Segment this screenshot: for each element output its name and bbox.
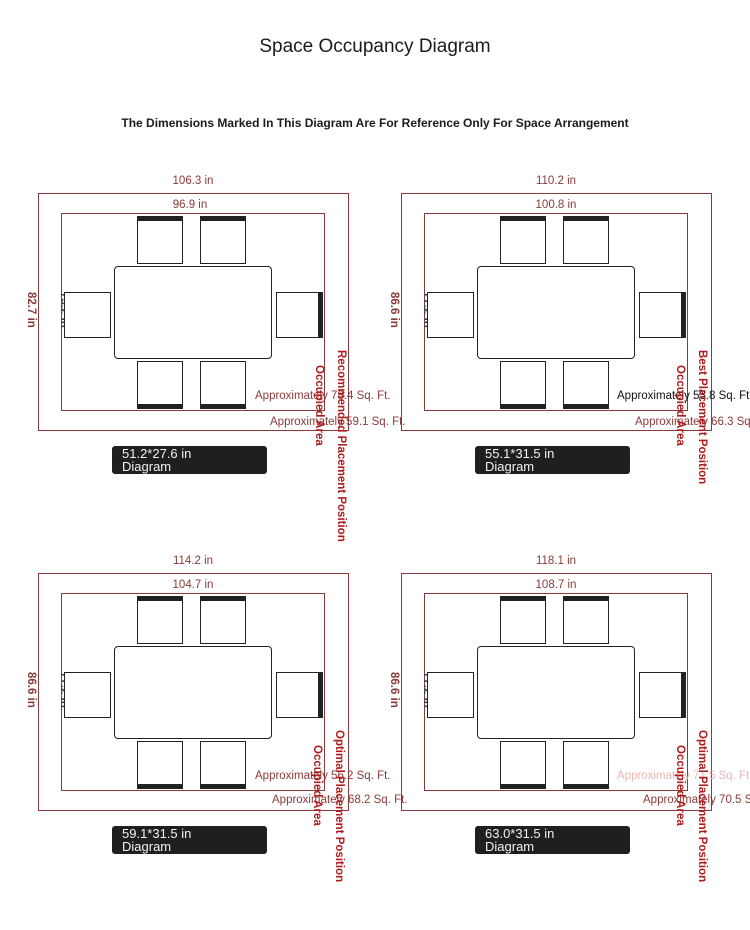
chair	[563, 216, 609, 264]
occupied-area-label: Occupied Area	[311, 745, 323, 826]
placement-area-value: Approximately 66.3 Sq. Ft.	[635, 416, 750, 428]
chair	[500, 596, 546, 644]
inner-clearance-rect	[424, 593, 688, 791]
chair	[563, 596, 609, 644]
occupied-area-value: Approximately 56.2 Sq. Ft.	[255, 770, 391, 782]
badge-caption: Diagram	[122, 839, 172, 854]
dining-table	[114, 646, 272, 739]
inner-clearance-rect	[424, 213, 688, 411]
inner-width-label: 100.8 in	[535, 199, 577, 211]
occupied-area-value: Approximately 71.5 Sq. Ft.	[617, 770, 750, 782]
occupied-area-value: Approximately 53.8 Sq. Ft.	[617, 390, 750, 402]
chair	[200, 216, 246, 264]
chair	[200, 361, 246, 409]
chair	[276, 672, 323, 718]
inner-width-label: 96.9 in	[172, 199, 208, 211]
chair	[64, 292, 111, 338]
outer-width-label: 118.1 in	[535, 555, 577, 567]
chair	[563, 361, 609, 409]
chair	[500, 361, 546, 409]
outer-height-label: 82.7 in	[25, 292, 37, 328]
table-size-value: 55.1*31.5 in	[485, 446, 555, 461]
chair	[639, 292, 686, 338]
table-size-badge: 59.1*31.5 in Diagram	[112, 826, 267, 854]
table-size-value: 51.2*27.6 in	[122, 446, 192, 461]
outer-height-label: 86.6 in	[25, 672, 37, 708]
inner-width-label: 108.7 in	[535, 579, 577, 591]
chair	[137, 596, 183, 644]
outer-width-label: 114.2 in	[172, 555, 214, 567]
chair	[500, 741, 546, 789]
chair	[276, 292, 323, 338]
inner-clearance-rect	[61, 213, 325, 411]
occupied-area-label: Occupied Area	[313, 365, 325, 446]
table-size-badge: 55.1*31.5 in Diagram	[475, 446, 630, 474]
table-size-badge: 51.2*27.6 in Diagram	[112, 446, 267, 474]
outer-clearance-rect	[401, 193, 712, 431]
badge-caption: Diagram	[485, 459, 535, 474]
table-size-value: 63.0*31.5 in	[485, 826, 555, 841]
placement-position-label: Recommended Placement Position	[335, 350, 347, 542]
chair	[137, 741, 183, 789]
placement-position-label: Best Placement Position	[696, 350, 708, 485]
inner-clearance-rect	[61, 593, 325, 791]
outer-height-label: 86.6 in	[388, 292, 400, 328]
chair	[137, 216, 183, 264]
placement-area-value: Approximately 59.1 Sq. Ft.	[270, 416, 406, 428]
diagram-panel-2: 110.2 in 100.8 in 86.6 in 77.2 in Approx…	[363, 170, 750, 550]
badge-caption: Diagram	[485, 839, 535, 854]
chair	[427, 292, 474, 338]
page-title: Space Occupancy Diagram	[259, 36, 491, 57]
page-subtitle: The Dimensions Marked In This Diagram Ar…	[121, 116, 629, 130]
placement-position-label: Optimal Placement Position	[333, 730, 345, 883]
outer-clearance-rect	[401, 573, 712, 811]
outer-clearance-rect	[38, 573, 349, 811]
occupied-area-value: Approximately 78.4 Sq. Ft.	[255, 390, 391, 402]
chair	[500, 216, 546, 264]
dining-table	[477, 646, 635, 739]
dining-table	[477, 266, 635, 359]
diagram-panel-3: 114.2 in 104.7 in 86.6 in 77.2 in Approx…	[0, 550, 408, 930]
diagram-panel-4: 118.1 in 108.7 in 86.6 in 77.2 in Approx…	[363, 550, 750, 930]
outer-height-label: 86.6 in	[388, 672, 400, 708]
outer-width-label: 106.3 in	[172, 175, 214, 187]
chair	[137, 361, 183, 409]
badge-caption: Diagram	[122, 459, 172, 474]
chair	[64, 672, 111, 718]
occupied-area-label: Occupied Area	[674, 745, 686, 826]
placement-area-value: Approximately 70.5 Sq. Ft.	[643, 794, 750, 806]
chair	[563, 741, 609, 789]
outer-width-label: 110.2 in	[535, 175, 577, 187]
chair	[200, 741, 246, 789]
occupied-area-label: Occupied Area	[674, 365, 686, 446]
chair	[200, 596, 246, 644]
table-size-badge: 63.0*31.5 in Diagram	[475, 826, 630, 854]
placement-area-value: Approximately 68.2 Sq. Ft.	[272, 794, 408, 806]
table-size-value: 59.1*31.5 in	[122, 826, 192, 841]
outer-clearance-rect	[38, 193, 349, 431]
diagram-panel-1: 106.3 in 96.9 in 82.7 in 73.2 in Approxi…	[0, 170, 406, 550]
chair	[639, 672, 686, 718]
inner-width-label: 104.7 in	[172, 579, 214, 591]
dining-table	[114, 266, 272, 359]
placement-position-label: Optimal Placement Position	[696, 730, 708, 883]
chair	[427, 672, 474, 718]
